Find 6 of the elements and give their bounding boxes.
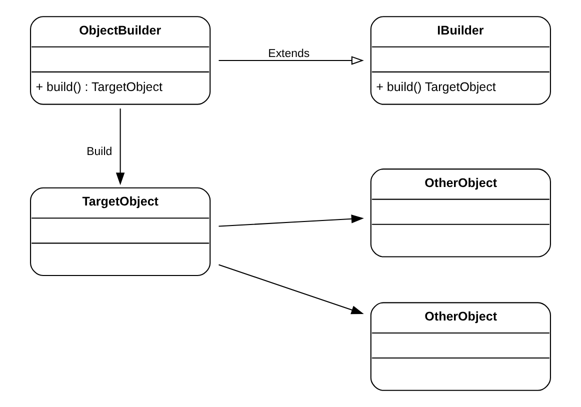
arrow (218, 214, 364, 227)
edge-label: Build (86, 146, 112, 158)
arrow (116, 108, 125, 186)
arrow (218, 56, 364, 65)
edge-label: Extends (268, 48, 310, 60)
arrow (218, 264, 364, 314)
